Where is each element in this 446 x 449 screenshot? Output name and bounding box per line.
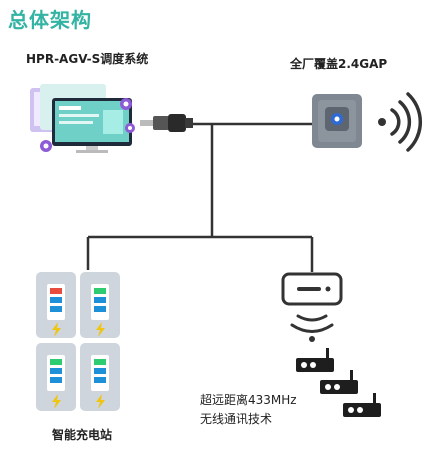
battery-pack-2 bbox=[80, 272, 120, 338]
battery-pack-1 bbox=[36, 272, 76, 338]
radio-transmitter-icon bbox=[281, 272, 343, 306]
system-label: HPR-AGV-S调度系统 bbox=[26, 52, 149, 66]
cable-connector-icon bbox=[140, 114, 193, 132]
battery-pack-3 bbox=[36, 343, 76, 411]
charging-station-label: 智能充电站 bbox=[52, 428, 113, 442]
gap-label: 全厂覆盖2.4GAP bbox=[290, 57, 388, 71]
battery-pack-4 bbox=[80, 343, 120, 411]
receiver-module-2 bbox=[320, 370, 358, 394]
connection-lines bbox=[86, 122, 314, 272]
diagram-title: 总体架构 bbox=[8, 8, 92, 32]
radio-receiver-modules bbox=[296, 348, 381, 417]
receiver-module-1 bbox=[296, 348, 334, 372]
downward-signal-icon bbox=[290, 314, 334, 342]
wifi-signal-icon bbox=[378, 92, 422, 152]
radio-label-line2: 无线通讯技术 bbox=[200, 412, 273, 426]
charging-station-icon bbox=[36, 272, 120, 411]
radio-label-line1: 超远距离433MHz bbox=[200, 393, 297, 407]
receiver-module-3 bbox=[343, 393, 381, 417]
scheduling-system-icon bbox=[30, 84, 135, 153]
access-point-icon bbox=[312, 94, 362, 148]
